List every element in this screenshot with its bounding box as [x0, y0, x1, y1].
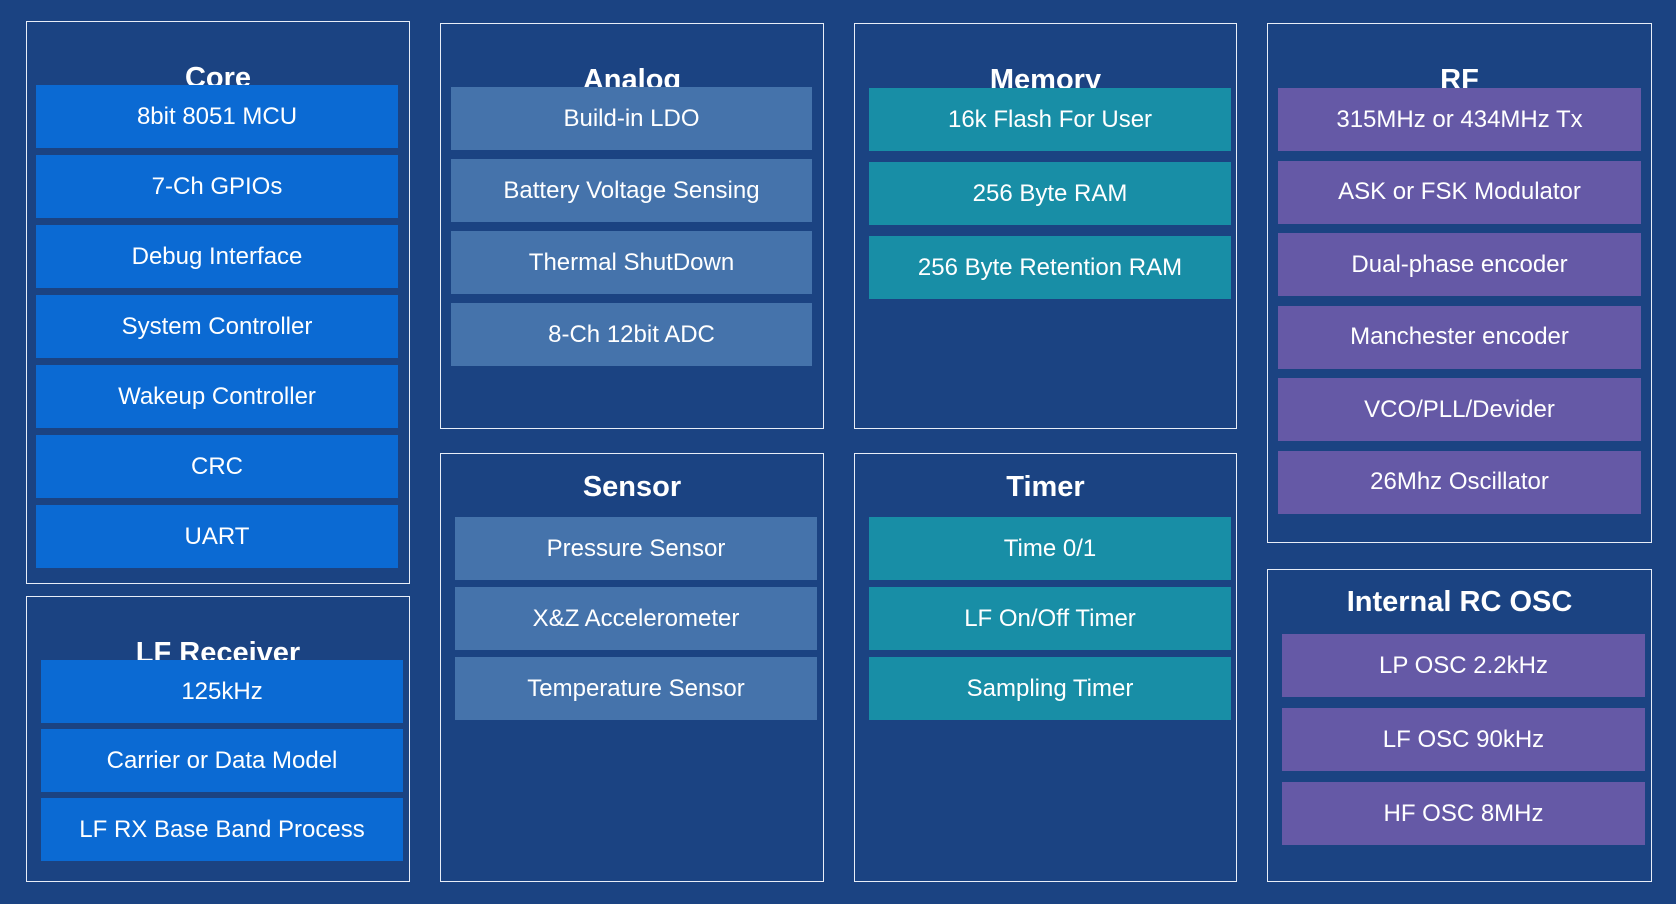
block-item: LF OSC 90kHz	[1282, 708, 1645, 771]
block-item: 7-Ch GPIOs	[36, 155, 398, 218]
block-item: UART	[36, 505, 398, 568]
block-item: Dual-phase encoder	[1278, 233, 1641, 296]
block-item: 256 Byte RAM	[869, 162, 1231, 225]
panel-title: Internal RC OSC	[1346, 586, 1573, 618]
block-item: CRC	[36, 435, 398, 498]
block-item: HF OSC 8MHz	[1282, 782, 1645, 845]
block-item: Sampling Timer	[869, 657, 1231, 720]
block-item: Carrier or Data Model	[41, 729, 403, 792]
block-item: VCO/PLL/Devider	[1278, 378, 1641, 441]
block-item: Pressure Sensor	[455, 517, 817, 580]
panel-title: Sensor	[582, 471, 682, 503]
block-item: Thermal ShutDown	[451, 231, 812, 294]
block-item: LF On/Off Timer	[869, 587, 1231, 650]
block-item: ASK or FSK Modulator	[1278, 160, 1641, 224]
panel-title: Timer	[1006, 471, 1085, 503]
block-item: Temperature Sensor	[455, 657, 817, 720]
block-item: Wakeup Controller	[36, 365, 398, 428]
block-item: Manchester encoder	[1278, 305, 1641, 369]
block-item: 8-Ch 12bit ADC	[451, 303, 812, 366]
block-item: LF RX Base Band Process	[41, 798, 403, 861]
block-item: 8bit 8051 MCU	[36, 85, 398, 148]
block-item: Battery Voltage Sensing	[451, 159, 812, 222]
block-item: 16k Flash For User	[869, 88, 1231, 151]
block-item: Time 0/1	[869, 517, 1231, 580]
block-item: Debug Interface	[36, 225, 398, 288]
block-item: X&Z Accelerometer	[455, 587, 817, 650]
block-item: 256 Byte Retention RAM	[869, 236, 1231, 299]
block-item: Build-in LDO	[451, 87, 812, 150]
panel-internal-rc-osc: Internal RC OSC LP OSC 2.2kHz LF OSC 90kHz…	[1267, 569, 1652, 882]
block-item: 26Mhz Oscillator	[1278, 450, 1641, 514]
block-item: System Controller	[36, 295, 398, 358]
block-item: 315MHz or 434MHz Tx	[1278, 88, 1641, 151]
block-item: LP OSC 2.2kHz	[1282, 634, 1645, 697]
block-item: 125kHz	[41, 660, 403, 723]
